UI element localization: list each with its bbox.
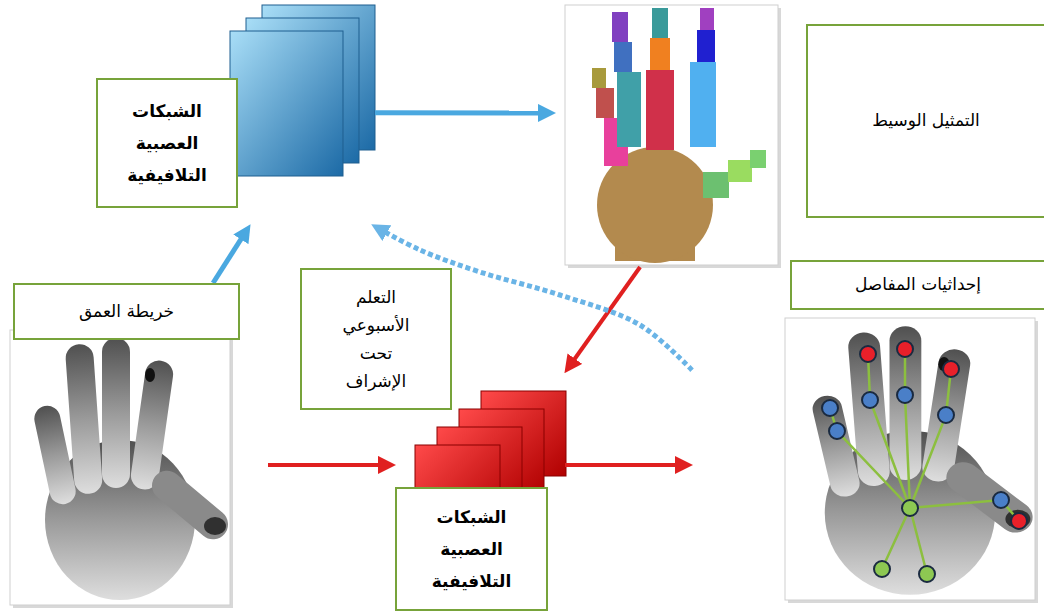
bone bbox=[910, 369, 951, 508]
segment bbox=[697, 30, 715, 62]
joints bbox=[822, 341, 1027, 582]
label-box: التعلم الأسبوعي تحت الإشراف bbox=[300, 268, 452, 410]
segment bbox=[612, 12, 628, 42]
training-note: التعلم الأسبوعي تحت الإشراف bbox=[300, 268, 452, 410]
cnn-block: الشبكات العصبية التلافيفية bbox=[96, 5, 375, 225]
label-box: الشبكات العصبية التلافيفية bbox=[96, 78, 238, 208]
segment bbox=[700, 8, 714, 30]
frame bbox=[565, 5, 778, 265]
flow-arrow bbox=[268, 463, 387, 467]
node-label: التعلم الأسبوعي تحت الإشراف bbox=[334, 283, 418, 395]
flow-arrow bbox=[375, 110, 547, 115]
input-block: خريطة العمق bbox=[10, 283, 268, 605]
joint-tip bbox=[1011, 513, 1027, 529]
label-box: إحداثيات المفاصل bbox=[790, 260, 1044, 310]
joint-mid bbox=[822, 400, 838, 416]
segment bbox=[614, 42, 632, 72]
joint-tip bbox=[943, 361, 959, 377]
joint-mid bbox=[829, 423, 845, 439]
cnn-stack-blue bbox=[230, 5, 375, 176]
joint-palm bbox=[902, 500, 918, 516]
joint-tip bbox=[860, 346, 876, 362]
node-label: إحداثيات المفاصل bbox=[806, 273, 1030, 297]
segment bbox=[703, 172, 729, 198]
output-block: إحداثيات المفاصل bbox=[692, 260, 1044, 600]
joints-image bbox=[785, 318, 1040, 603]
depth-map-image bbox=[10, 330, 234, 608]
joint-palm bbox=[919, 566, 935, 582]
flow-arrow bbox=[565, 463, 684, 467]
node-label: الشبكات العصبية التلافيفية bbox=[419, 501, 524, 598]
skeleton bbox=[830, 349, 1019, 574]
segment bbox=[596, 88, 614, 118]
bone bbox=[830, 408, 910, 508]
node-label: الشبكات العصبية التلافيفية bbox=[120, 95, 214, 192]
label-box: التمثيل الوسيط bbox=[806, 24, 1044, 218]
joint-palm bbox=[874, 561, 890, 577]
segmentation-image bbox=[565, 5, 781, 268]
flow-arrow bbox=[570, 267, 640, 366]
hand bbox=[32, 338, 234, 600]
flow-arrow bbox=[213, 232, 246, 283]
bone bbox=[905, 349, 910, 508]
segment bbox=[652, 8, 668, 38]
segment bbox=[750, 150, 766, 168]
segment bbox=[617, 72, 641, 147]
representation-block: التمثيل الوسيط bbox=[555, 5, 1044, 267]
segment bbox=[646, 70, 674, 150]
joint-tip bbox=[897, 341, 913, 357]
hand bbox=[810, 326, 1040, 595]
segment bbox=[728, 160, 752, 182]
segment bbox=[650, 38, 670, 70]
joint-mid bbox=[862, 392, 878, 408]
label-box: خريطة العمق bbox=[13, 283, 240, 340]
layer bbox=[230, 31, 343, 176]
joint-mid bbox=[993, 492, 1009, 508]
node-label: خريطة العمق bbox=[29, 300, 224, 324]
node-label: التمثيل الوسيط bbox=[822, 109, 1030, 133]
joint-mid bbox=[938, 407, 954, 423]
label-box: الشبكات العصبية التلافيفية bbox=[395, 487, 548, 611]
segment bbox=[690, 62, 716, 147]
joint-mid bbox=[897, 387, 913, 403]
segment bbox=[592, 68, 606, 88]
